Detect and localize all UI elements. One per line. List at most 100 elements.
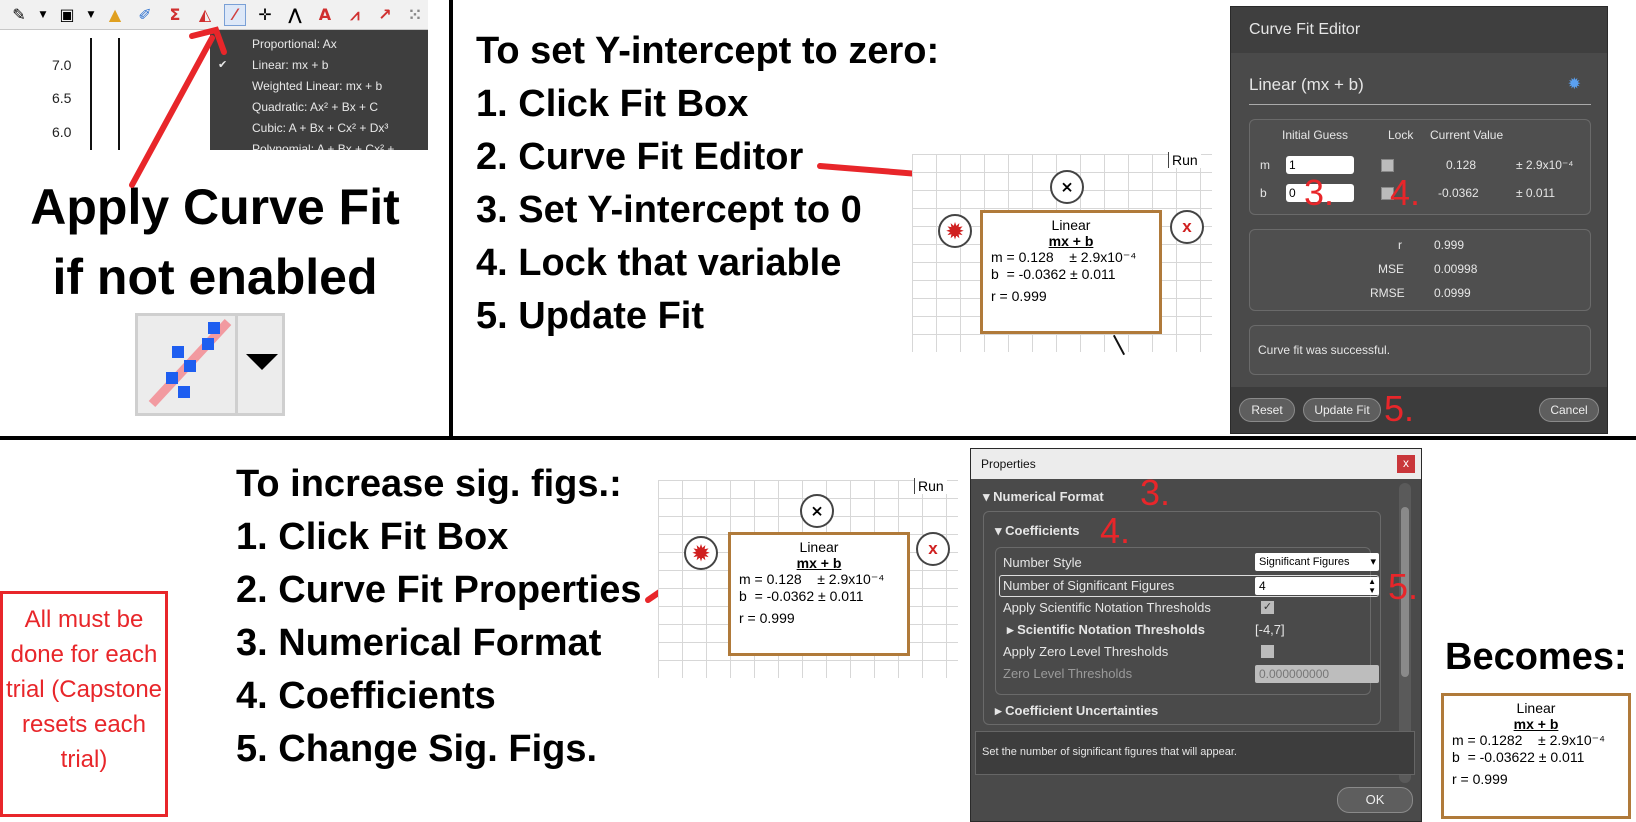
stat-r-value: 0.999	[1434, 238, 1465, 252]
menu-item-cubic[interactable]: Cubic: A + Bx + Cx² + Dx³	[252, 121, 389, 135]
menu-item-quadratic[interactable]: Quadratic: Ax² + Bx + C	[252, 100, 379, 114]
y-tick-label: 7.0	[52, 57, 72, 73]
step: 5. Update Fit	[476, 295, 705, 337]
hint-panel: Set the number of significant figures th…	[975, 731, 1415, 775]
curve-fit-editor-button[interactable]: ⨯	[800, 494, 834, 528]
step: 4. Lock that variable	[476, 242, 842, 284]
step: 1. Click Fit Box	[476, 83, 749, 125]
becomes-label: Becomes:	[1445, 636, 1627, 678]
status-message: Curve fit was successful.	[1258, 343, 1391, 357]
text-annotation-icon[interactable]: A	[318, 5, 332, 24]
step: 3. Numerical Format	[236, 622, 602, 664]
curve-fit-editor-button[interactable]: ⨯	[1050, 170, 1084, 204]
apply-sci-checkbox[interactable]: ✓	[1261, 601, 1274, 614]
reset-button[interactable]: Reset	[1239, 398, 1295, 422]
y-tick-label: 6.5	[52, 90, 72, 106]
m-lock-checkbox[interactable]	[1381, 159, 1394, 172]
curve-fit-icon[interactable]: ⁄	[224, 3, 246, 26]
stat-mse-value: 0.00998	[1434, 262, 1478, 276]
scatter-icon[interactable]: ⁙	[408, 5, 422, 24]
close-icon[interactable]: x	[1170, 210, 1204, 244]
param-m-label: m	[1260, 158, 1270, 172]
curve-fit-editor: Curve Fit Editor Linear (mx + b) ✹ Initi…	[1230, 6, 1608, 434]
properties-gear-icon[interactable]: ✹	[684, 536, 718, 570]
settings-gear-icon[interactable]: ✹	[1567, 76, 1581, 93]
stat-rmse-value: 0.0999	[1434, 286, 1471, 300]
stat-r-label: r	[1398, 238, 1402, 252]
section-coefficients[interactable]: ▾ Coefficients	[995, 523, 1080, 538]
tangent-icon[interactable]: ↗	[378, 5, 392, 24]
param-b-label: b	[1260, 186, 1267, 200]
step-marker-4: 4.	[1390, 172, 1421, 213]
graph-area: 7.0 6.5 6.0	[0, 30, 210, 150]
section-numerical-format[interactable]: ▾ Numerical Format	[983, 489, 1104, 504]
properties-gear-icon[interactable]: ✹	[938, 214, 972, 248]
chevron-down-icon[interactable]: ▼	[39, 9, 47, 20]
chevron-down-icon: ▾	[1370, 556, 1376, 568]
section-coefficient-uncertainties[interactable]: ▸ Coefficient Uncertainties	[995, 703, 1159, 718]
m-initial-guess-input[interactable]: 1	[1286, 156, 1354, 174]
step: 4. Coefficients	[236, 675, 496, 717]
slope-icon[interactable]: ⋀	[288, 5, 302, 24]
apply-sci-label: Apply Scientific Notation Thresholds	[1003, 600, 1211, 615]
chevron-down-icon[interactable]: ▼	[87, 9, 95, 20]
run-label: Run	[914, 478, 947, 494]
b-lock-checkbox[interactable]	[1381, 187, 1394, 200]
ok-button[interactable]: OK	[1337, 787, 1413, 813]
zero-level-input[interactable]: 0.000000000	[1255, 665, 1379, 683]
fit-type[interactable]: Linear (mx + b) ✹	[1249, 69, 1591, 105]
menu-item-proportional[interactable]: Proportional: Ax	[252, 37, 337, 51]
b-current-value: -0.0362	[1438, 186, 1479, 200]
hint-text: Set the number of significant figures th…	[982, 746, 1237, 758]
scrollbar[interactable]	[1399, 483, 1411, 783]
step: 2. Curve Fit Properties	[236, 569, 642, 611]
menu-item-weighted-linear[interactable]: Weighted Linear: mx + b	[252, 79, 383, 93]
highlight-icon[interactable]: ✐	[138, 5, 152, 24]
stepper-icon[interactable]: ▲▼	[1368, 577, 1376, 595]
close-icon[interactable]: x	[916, 532, 950, 566]
result-fit-box: Linear mx + b m = 0.1282 ± 2.9x10⁻⁴ b = …	[1441, 693, 1631, 819]
stat-rmse-label: RMSE	[1370, 286, 1405, 300]
apply-zero-label: Apply Zero Level Thresholds	[1003, 644, 1169, 659]
col-initial-guess: Initial Guess	[1282, 128, 1349, 142]
properties-title: Properties	[971, 449, 1421, 479]
curve-fit-button-enlarged	[135, 313, 285, 416]
close-button[interactable]: x	[1397, 455, 1415, 473]
number-style-select[interactable]: Significant Figures ▾	[1255, 553, 1379, 571]
intercept-instructions: To set Y-intercept to zero: 1. Click Fit…	[476, 25, 939, 343]
select-icon[interactable]: ▣	[59, 5, 75, 24]
m-current-value: 0.128	[1446, 158, 1477, 172]
fit-widget-bottom: Run ⨯ ✹ x Linear mx + b m = 0.128 ± 2.9x…	[658, 478, 958, 678]
plot-line	[118, 38, 120, 150]
button-bar: Reset Update Fit Cancel	[1231, 387, 1607, 433]
step: 3. Set Y-intercept to 0	[476, 189, 862, 231]
sigfig-input[interactable]: 4▲▼	[1255, 577, 1379, 595]
scrollbar-thumb[interactable]	[1401, 507, 1409, 677]
sigma-icon[interactable]: Σ	[169, 5, 181, 24]
check-icon: ✔	[218, 59, 228, 71]
coefficients-inner	[995, 547, 1371, 695]
trial-reset-note: All must be done for each trial (Capston…	[0, 591, 168, 817]
fit-box[interactable]: Linear mx + b m = 0.128 ± 2.9x10⁻⁴ b = -…	[728, 532, 910, 656]
update-fit-button[interactable]: Update Fit	[1303, 398, 1381, 422]
crosshair-icon[interactable]: ✛	[258, 5, 272, 24]
color-icon[interactable]: ▲	[108, 5, 122, 24]
edit-icon[interactable]: ✎	[12, 5, 26, 24]
step-marker-5: 5.	[1384, 388, 1415, 429]
number-style-label: Number Style	[1003, 555, 1082, 570]
cancel-button[interactable]: Cancel	[1539, 398, 1599, 422]
sigfig-label: Number of Significant Figures	[1003, 578, 1175, 593]
graph-toolbar: ✎ ▼ ▣ ▼ ▲ ✐ Σ ◭ ⁄ ✛ ⋀ A ⩘ ↗ ⁙	[0, 0, 428, 30]
sci-thresholds-label[interactable]: ▸ Scientific Notation Thresholds	[1007, 622, 1205, 637]
waveform-icon[interactable]: ⩘	[350, 4, 360, 24]
b-initial-guess-input[interactable]: 0	[1286, 184, 1354, 202]
b-uncertainty: ± 0.011	[1516, 186, 1556, 200]
run-label: Run	[1168, 152, 1201, 168]
apply-curve-fit-caption: Apply Curve Fit if not enabled	[30, 179, 400, 305]
menu-item-linear[interactable]: ✔Linear: mx + b	[210, 55, 428, 76]
menu-item-polynomial[interactable]: Polynomial: A + Bx + Cx² + ...	[252, 142, 408, 150]
area-icon[interactable]: ◭	[198, 5, 212, 24]
apply-zero-checkbox[interactable]	[1261, 645, 1274, 658]
vertical-divider	[449, 0, 453, 438]
fit-box[interactable]: Linear mx + b m = 0.128 ± 2.9x10⁻⁴ b = -…	[980, 210, 1162, 334]
